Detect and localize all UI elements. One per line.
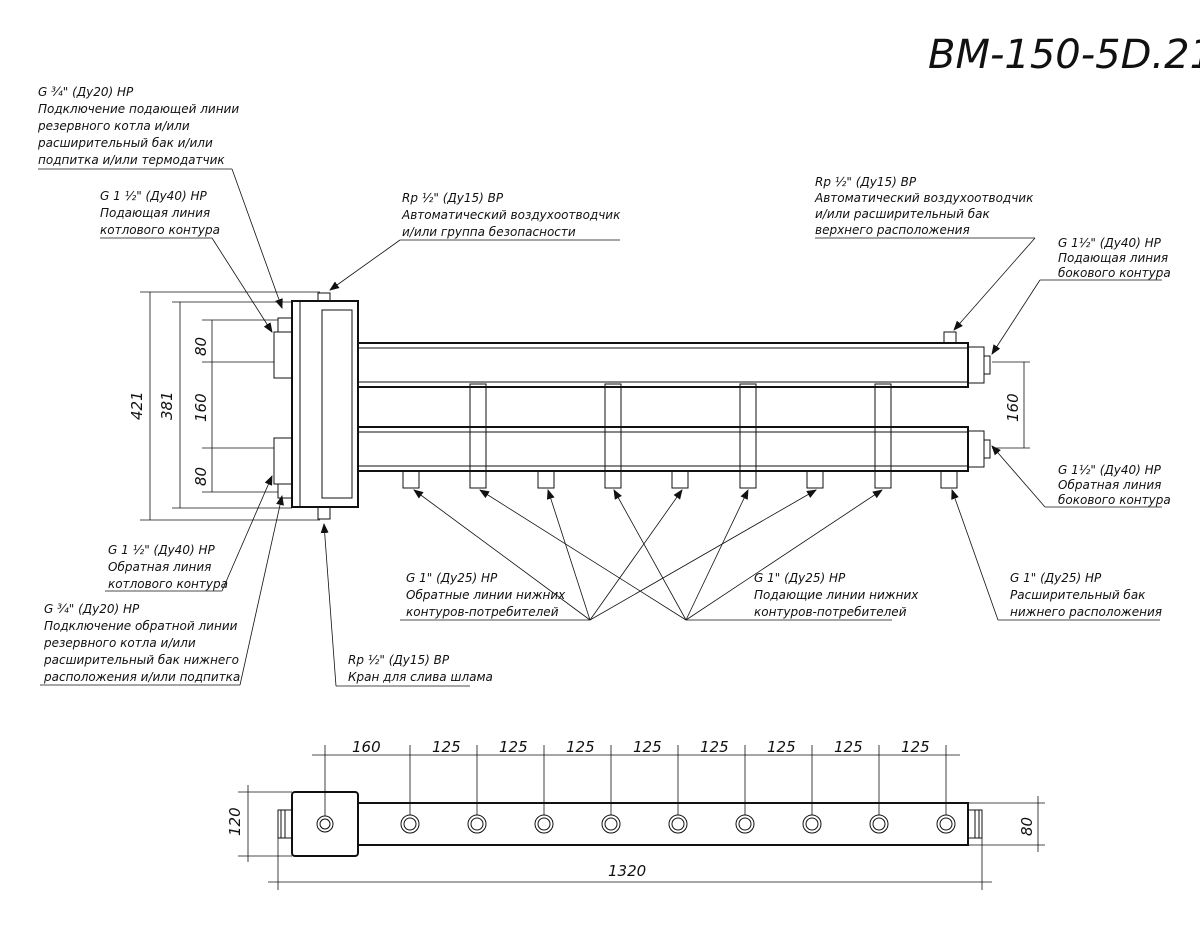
hydro-separator-body: [291, 300, 359, 508]
callout-sludge-drain: Rp ½" (Ду15) ВР Кран для слива шлама: [348, 653, 493, 684]
dim-1320: 1320: [608, 862, 646, 880]
model-title: BM-150-5D.21: [928, 32, 1200, 78]
callout-return-reserve-bottom: G ¾" (Ду20) НР Подключение обратной лини…: [43, 602, 243, 684]
callout-lower-supplies: G 1" (Ду25) НР Подающие линии нижних кон…: [754, 571, 922, 619]
left-nozzle-return: [273, 437, 293, 485]
top-nozzle: [317, 292, 331, 302]
dim-120: 120: [226, 807, 244, 836]
bottom-nozzle: [317, 506, 331, 520]
dim-160: 160: [192, 393, 210, 422]
right-nozzle-return: [967, 430, 985, 468]
callout-side-supply: G 1½" (Ду40) НР Подающая линия бокового …: [1058, 236, 1172, 280]
callout-return-reserve-top: G ¾" (Ду20) НР Подключение подающей лини…: [37, 85, 243, 167]
air-vent-nozzle: [943, 331, 957, 344]
dim-top-8: 125: [901, 738, 930, 756]
left-nozzle-supply: [277, 317, 293, 333]
dim-top-0: 160: [352, 738, 381, 756]
dim-421: 421: [128, 391, 146, 420]
right-nozzle-supply: [967, 346, 985, 384]
dim-160-right: 160: [1004, 393, 1022, 422]
top-view-pipe: [357, 802, 969, 846]
lower-pipe: [357, 426, 969, 472]
bottom-outlet: [402, 470, 420, 489]
callout-air-vent-left: Rp ½" (Ду15) ВР Автоматический воздухоот…: [401, 191, 624, 239]
callout-air-vent-right: Rp ½" (Ду15) ВР Автоматический воздухоот…: [814, 175, 1037, 237]
leader-lines: [38, 168, 1162, 687]
top-view: 160 125 125 125 125 125 125 125 125 120 …: [226, 738, 1045, 890]
dim-top-7: 125: [834, 738, 863, 756]
bottom-outlet: [537, 470, 555, 489]
dim-top-2: 125: [499, 738, 528, 756]
dim-top-1: 125: [432, 738, 461, 756]
dim-top-3: 125: [566, 738, 595, 756]
callout-side-return: G 1½" (Ду40) НР Обратная линия бокового …: [1058, 463, 1171, 507]
callout-expansion-tank: G 1" (Ду25) НР Расширительный бак нижнег…: [1010, 571, 1162, 619]
dim-80-top-view: 80: [1018, 817, 1036, 836]
top-view-outlets: [400, 814, 956, 834]
bottom-outlet: [671, 470, 689, 489]
dim-80-top: 80: [192, 337, 210, 356]
dim-381: 381: [158, 391, 176, 420]
bottom-outlet: [806, 470, 824, 489]
callout-lower-returns: G 1" (Ду25) НР Обратные линии нижних кон…: [406, 571, 569, 619]
dim-top-4: 125: [633, 738, 662, 756]
callout-boiler-supply: G 1 ½" (Ду40) НР Подающая линия котловог…: [100, 189, 220, 237]
dim-top-6: 125: [767, 738, 796, 756]
dim-80-bottom: 80: [192, 467, 210, 486]
callout-boiler-return: G 1 ½" (Ду40) НР Обратная линия котловог…: [108, 543, 228, 591]
front-view: 421 381 80 160 80 160: [37, 85, 1172, 687]
bottom-outlet: [940, 470, 958, 489]
dim-top-5: 125: [700, 738, 729, 756]
upper-pipe: [357, 342, 969, 388]
